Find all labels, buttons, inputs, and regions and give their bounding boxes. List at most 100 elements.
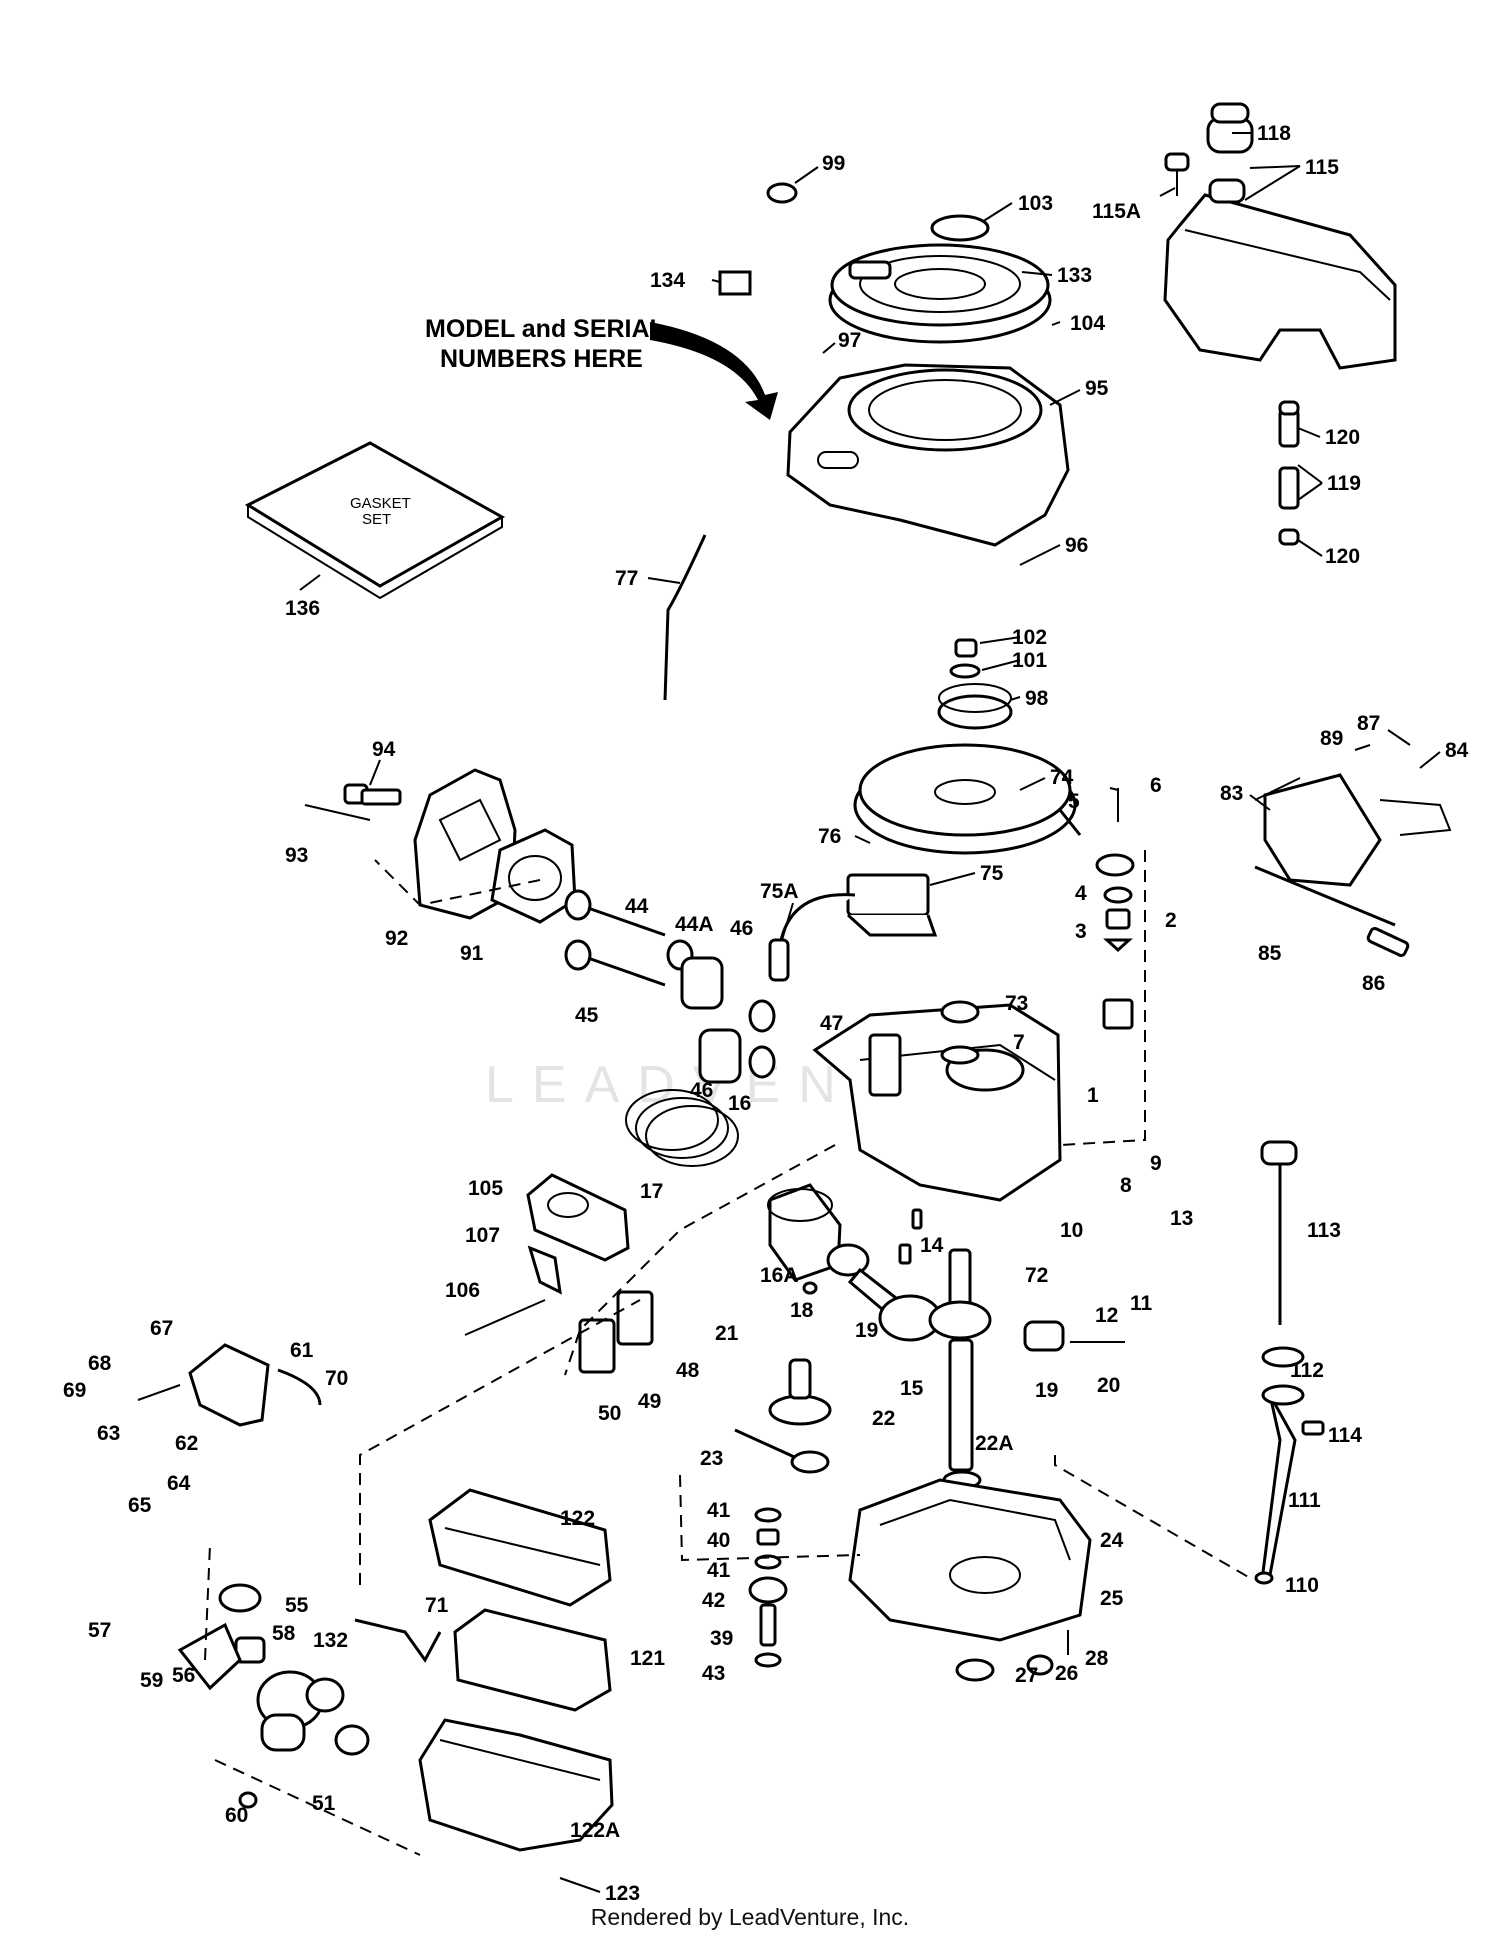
spring-retainer-bottom[interactable] xyxy=(748,1045,776,1079)
governor-spring-71[interactable] xyxy=(354,1618,442,1663)
exhaust-valve[interactable] xyxy=(564,939,666,987)
intake-gasket-55[interactable] xyxy=(218,1583,262,1613)
washer-41b[interactable] xyxy=(754,1554,782,1570)
air-cleaner-base[interactable] xyxy=(418,1718,614,1852)
starter-cup[interactable] xyxy=(937,683,1013,730)
governor-link[interactable] xyxy=(1254,865,1396,927)
valve-spring-top[interactable] xyxy=(680,956,724,1010)
choke-link[interactable] xyxy=(277,1368,322,1406)
governor-gear[interactable] xyxy=(768,1358,832,1426)
label-93: 93 xyxy=(285,844,308,867)
label-11: 11 xyxy=(1130,1292,1153,1315)
fuel-cap[interactable] xyxy=(1206,102,1254,154)
flywheel-nut[interactable] xyxy=(954,638,978,658)
starter-cap[interactable] xyxy=(930,214,990,242)
governor-spring[interactable] xyxy=(1366,927,1410,957)
exhaust-gasket-48[interactable] xyxy=(616,1290,654,1346)
label-25: 25 xyxy=(1100,1587,1124,1610)
tube-screw[interactable] xyxy=(1301,1420,1325,1436)
rod-cap[interactable] xyxy=(1023,1320,1065,1352)
exhaust-gasket-49[interactable] xyxy=(578,1318,616,1374)
fuel-line-hose[interactable] xyxy=(663,534,707,701)
washer-41a[interactable] xyxy=(754,1507,782,1523)
dowel-pin[interactable] xyxy=(911,1208,923,1230)
label-22: 22 xyxy=(872,1407,895,1430)
spring-retainer-top[interactable] xyxy=(748,999,776,1033)
label-57: 57 xyxy=(88,1619,111,1642)
cylinder-head[interactable] xyxy=(413,768,517,920)
tube-oring[interactable] xyxy=(1254,1571,1274,1585)
valve-spring-bottom[interactable] xyxy=(698,1028,742,1084)
rewind-starter[interactable] xyxy=(828,243,1052,344)
label-44: 44 xyxy=(625,895,649,918)
connecting-rod[interactable] xyxy=(826,1243,942,1342)
oil-seal-bottom[interactable] xyxy=(955,1658,995,1682)
drain-plug[interactable] xyxy=(1026,1654,1054,1676)
head-bolt[interactable] xyxy=(304,804,371,821)
label-50: 50 xyxy=(598,1402,621,1425)
piston-pin-lock[interactable] xyxy=(802,1281,818,1295)
air-cleaner-screw[interactable] xyxy=(559,1877,601,1893)
crank-pin[interactable] xyxy=(898,1243,912,1265)
label-115a: 115A xyxy=(1092,200,1141,223)
label-122: 122 xyxy=(560,1507,595,1530)
blower-housing[interactable] xyxy=(786,363,1070,547)
governor-bracket[interactable] xyxy=(1263,773,1452,887)
label-6: 6 xyxy=(1150,774,1162,797)
label-110: 110 xyxy=(1285,1574,1319,1597)
intake-adapter[interactable] xyxy=(177,1622,242,1691)
label-9: 9 xyxy=(1150,1152,1162,1175)
sump[interactable] xyxy=(848,1478,1092,1642)
label-132: 132 xyxy=(313,1629,348,1652)
oil-seal-top[interactable] xyxy=(940,1000,980,1024)
label-67: 67 xyxy=(150,1317,173,1340)
crankshaft[interactable] xyxy=(928,1248,992,1472)
spacer-40[interactable] xyxy=(756,1528,780,1546)
carburetor[interactable] xyxy=(256,1670,345,1752)
shaft-39[interactable] xyxy=(759,1603,777,1647)
label-76: 76 xyxy=(818,825,841,848)
camshaft[interactable] xyxy=(734,1428,830,1474)
piston-rings[interactable] xyxy=(625,1089,739,1167)
wire-boot[interactable] xyxy=(768,938,790,982)
muffler-bolt[interactable] xyxy=(464,1299,546,1336)
label-51: 51 xyxy=(312,1792,336,1815)
control-bracket[interactable] xyxy=(188,1343,270,1427)
label-120b: 120 xyxy=(1325,545,1360,568)
washer-43[interactable] xyxy=(754,1652,782,1668)
flywheel-washer[interactable] xyxy=(949,663,981,679)
label-18: 18 xyxy=(790,1299,814,1322)
gasket-set-label: GASKET xyxy=(350,495,411,512)
intake-valve[interactable] xyxy=(564,889,666,937)
flywheel[interactable] xyxy=(853,743,1077,855)
air-cleaner-cover[interactable] xyxy=(428,1488,612,1607)
muffler[interactable] xyxy=(526,1173,630,1262)
label-87: 87 xyxy=(1357,712,1380,735)
label-8: 8 xyxy=(1120,1174,1132,1197)
spark-plug[interactable] xyxy=(343,783,402,806)
seal-ring[interactable] xyxy=(940,1045,980,1065)
plug-boot[interactable] xyxy=(766,182,798,204)
bracket-screws[interactable] xyxy=(137,1384,181,1401)
carb-nut[interactable] xyxy=(238,1791,258,1809)
tube-seal[interactable] xyxy=(1261,1346,1305,1368)
dipstick-tube[interactable] xyxy=(1260,1384,1305,1583)
gear-42[interactable] xyxy=(748,1576,788,1604)
head-gasket[interactable] xyxy=(490,828,577,924)
label-72: 72 xyxy=(1025,1264,1048,1287)
tank-bolt[interactable] xyxy=(1164,152,1190,196)
breather-tube[interactable] xyxy=(1058,809,1082,836)
ignition-module[interactable] xyxy=(846,873,938,937)
air-filter[interactable] xyxy=(453,1608,612,1712)
carb-gasket[interactable] xyxy=(334,1724,370,1756)
fuel-line[interactable] xyxy=(1278,400,1300,546)
footer-credit: Rendered by LeadVenture, Inc. xyxy=(590,1904,910,1930)
fuel-tank[interactable] xyxy=(1163,178,1397,370)
label-123: 123 xyxy=(605,1882,640,1905)
muffler-bracket[interactable] xyxy=(527,1245,562,1295)
label-48: 48 xyxy=(676,1359,700,1382)
breather-assembly[interactable] xyxy=(1095,853,1135,1030)
label-16a: 16A xyxy=(760,1264,799,1287)
dipstick[interactable] xyxy=(1260,1140,1298,1325)
label-21: 21 xyxy=(715,1322,739,1345)
